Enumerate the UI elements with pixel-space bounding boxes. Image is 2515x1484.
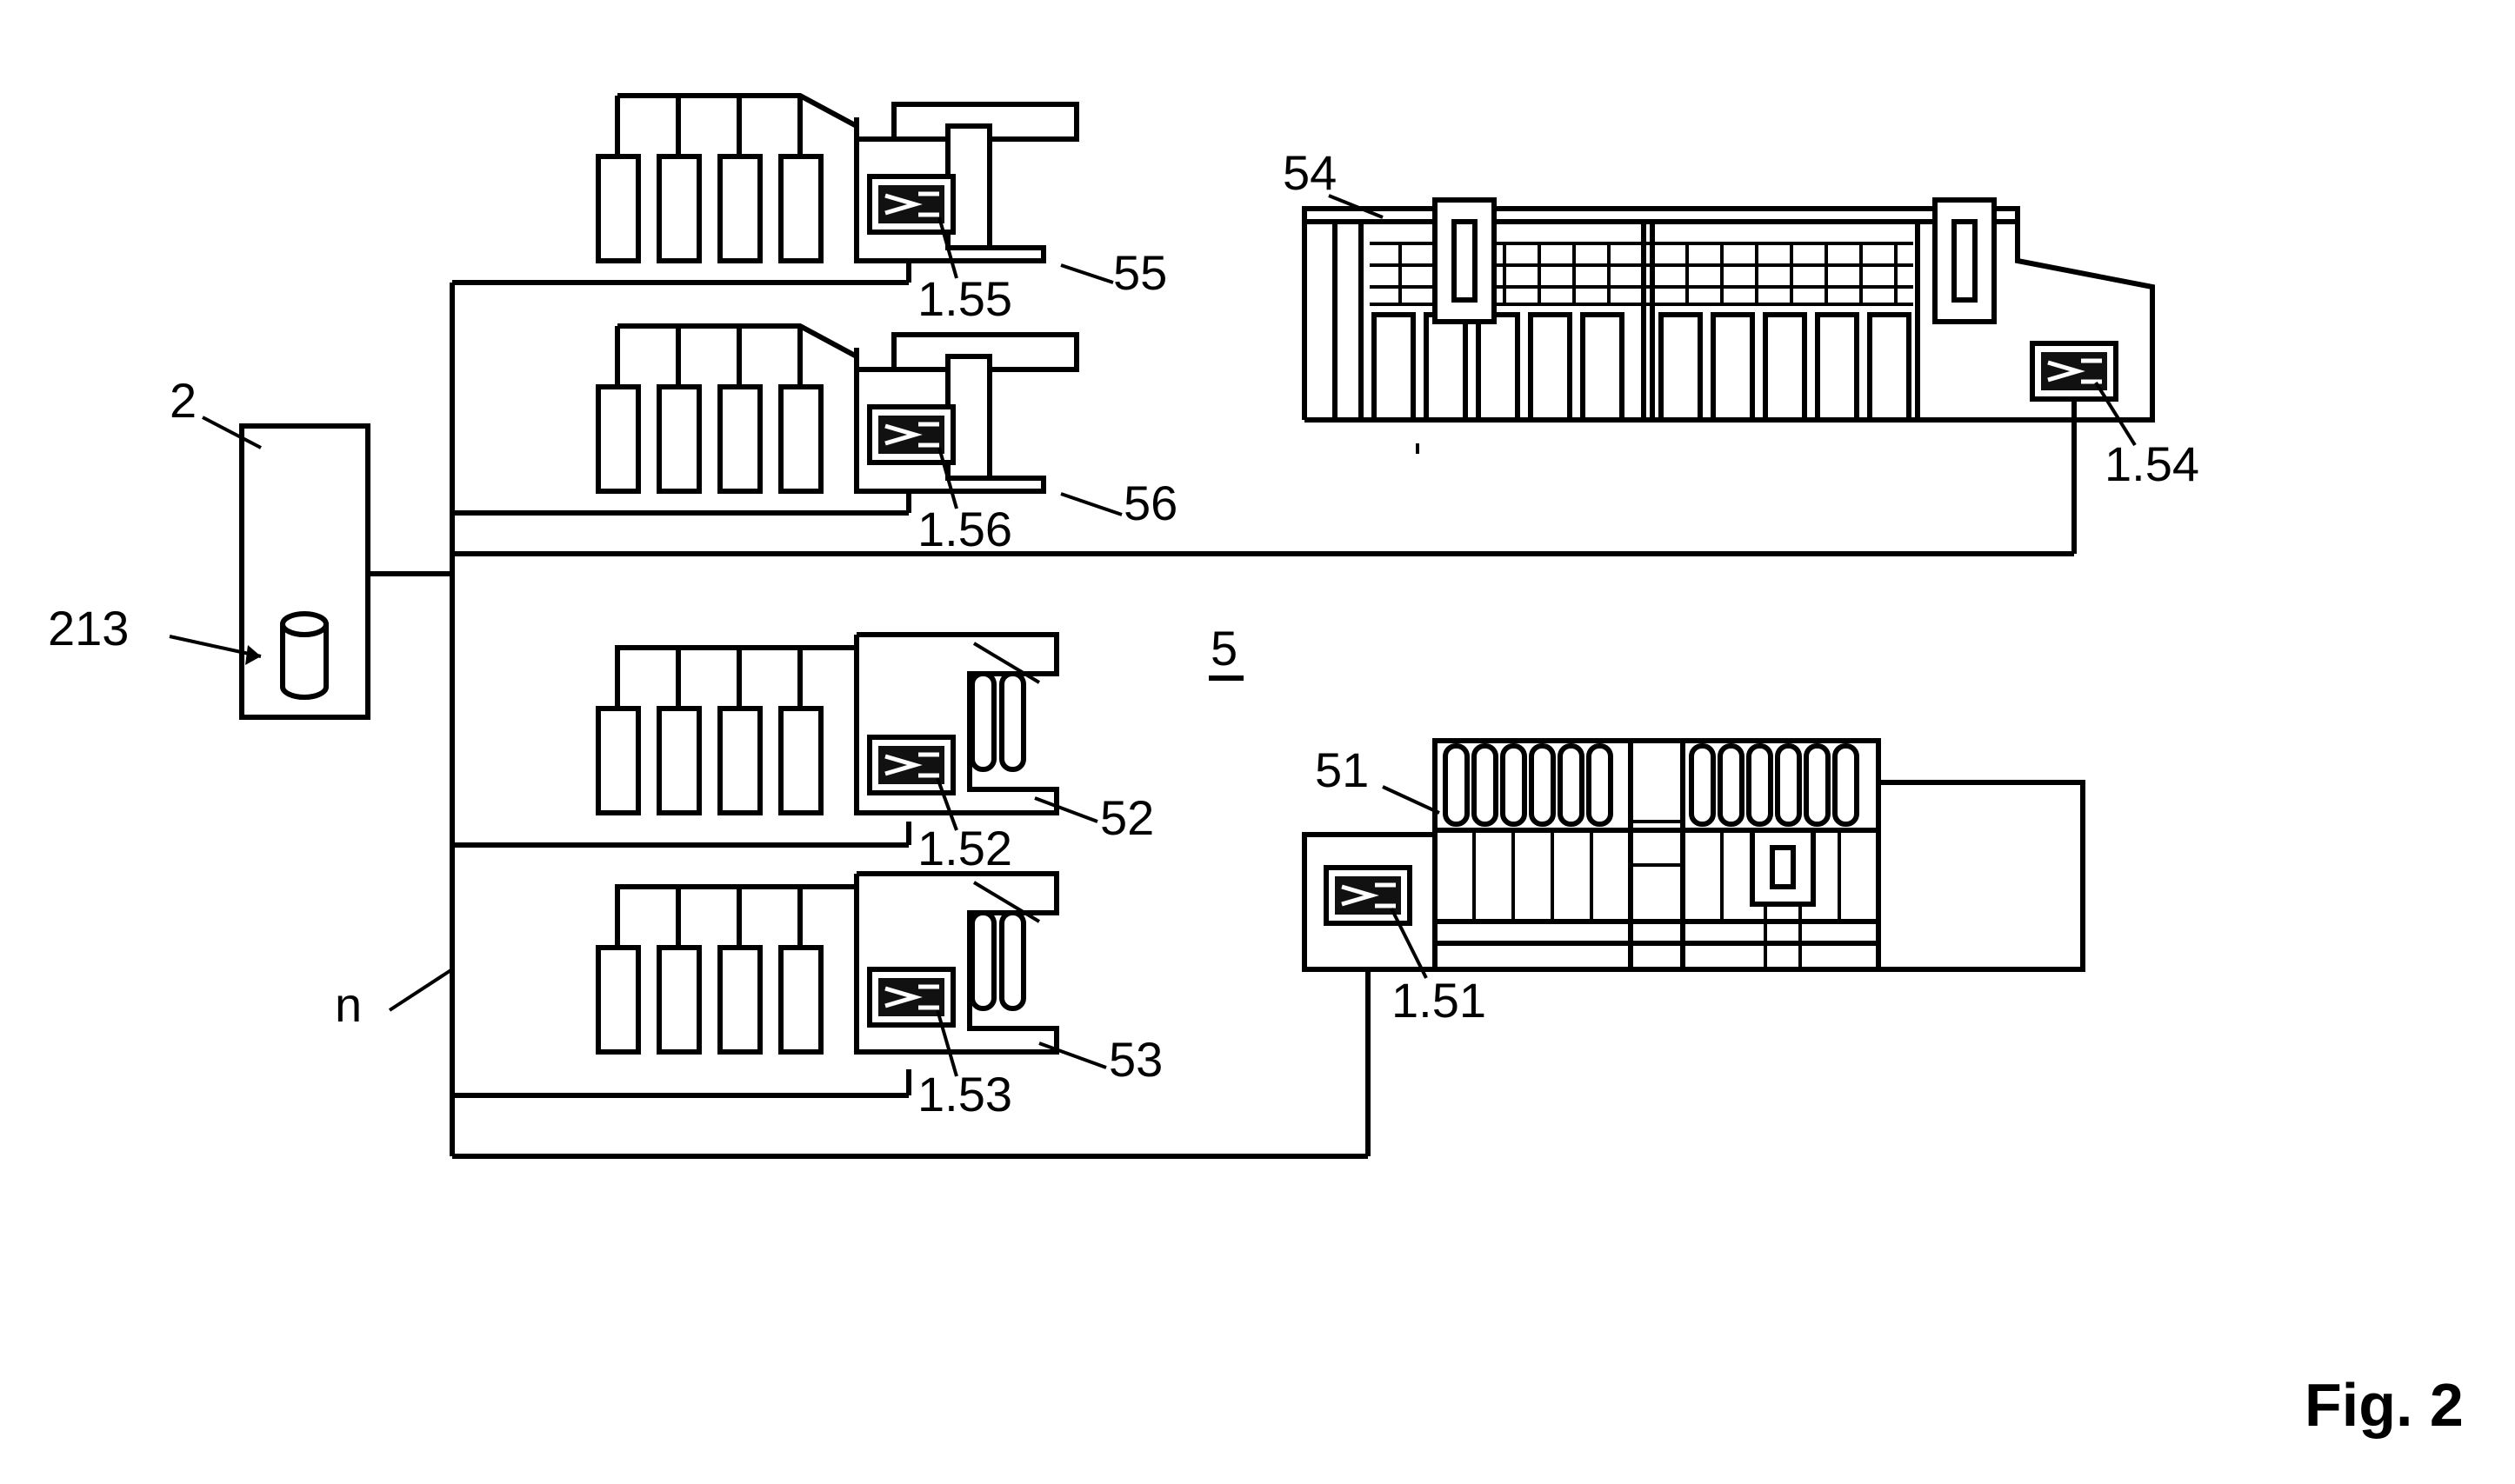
network-n: n [335, 261, 2077, 1159]
controller-1-52-label: 1.52 [917, 821, 1012, 875]
database-label: 213 [48, 601, 129, 655]
machine-52-label: 52 [1100, 790, 1154, 845]
controller-1-51 [1326, 868, 1410, 923]
machine-56-label: 56 [1124, 476, 1177, 530]
server-2: 2 213 [48, 373, 370, 720]
figure-caption: Fig. 2 [2305, 1371, 2464, 1439]
machine-54-label: 54 [1283, 145, 1337, 200]
machine-55-label: 55 [1113, 245, 1167, 300]
network-label: n [335, 977, 362, 1032]
server-label: 2 [170, 373, 197, 428]
machine-51: 51 1.51 [1302, 738, 2085, 1028]
plant-label: 5 [1211, 621, 1237, 675]
machine-56: 56 1.56 [598, 326, 1177, 556]
machine-51-label: 51 [1315, 742, 1369, 797]
controller-1-54-label: 1.54 [2105, 436, 2199, 491]
machine-52: 52 1.52 [596, 632, 1154, 875]
machine-54: 54 1.54 [1283, 145, 2199, 491]
controller-1-56-label: 1.56 [917, 502, 1012, 556]
controller-1-54 [2032, 343, 2116, 399]
controller-1-55-label: 1.55 [917, 271, 1012, 326]
controller-1-53-label: 1.53 [917, 1067, 1012, 1121]
machine-53-label: 53 [1109, 1032, 1163, 1087]
database-icon [280, 611, 329, 700]
machine-55: 55 1.55 [598, 96, 1167, 326]
controller-1-51-label: 1.51 [1391, 973, 1486, 1028]
machine-53: 53 1.53 [596, 871, 1163, 1121]
server-box [239, 423, 370, 720]
